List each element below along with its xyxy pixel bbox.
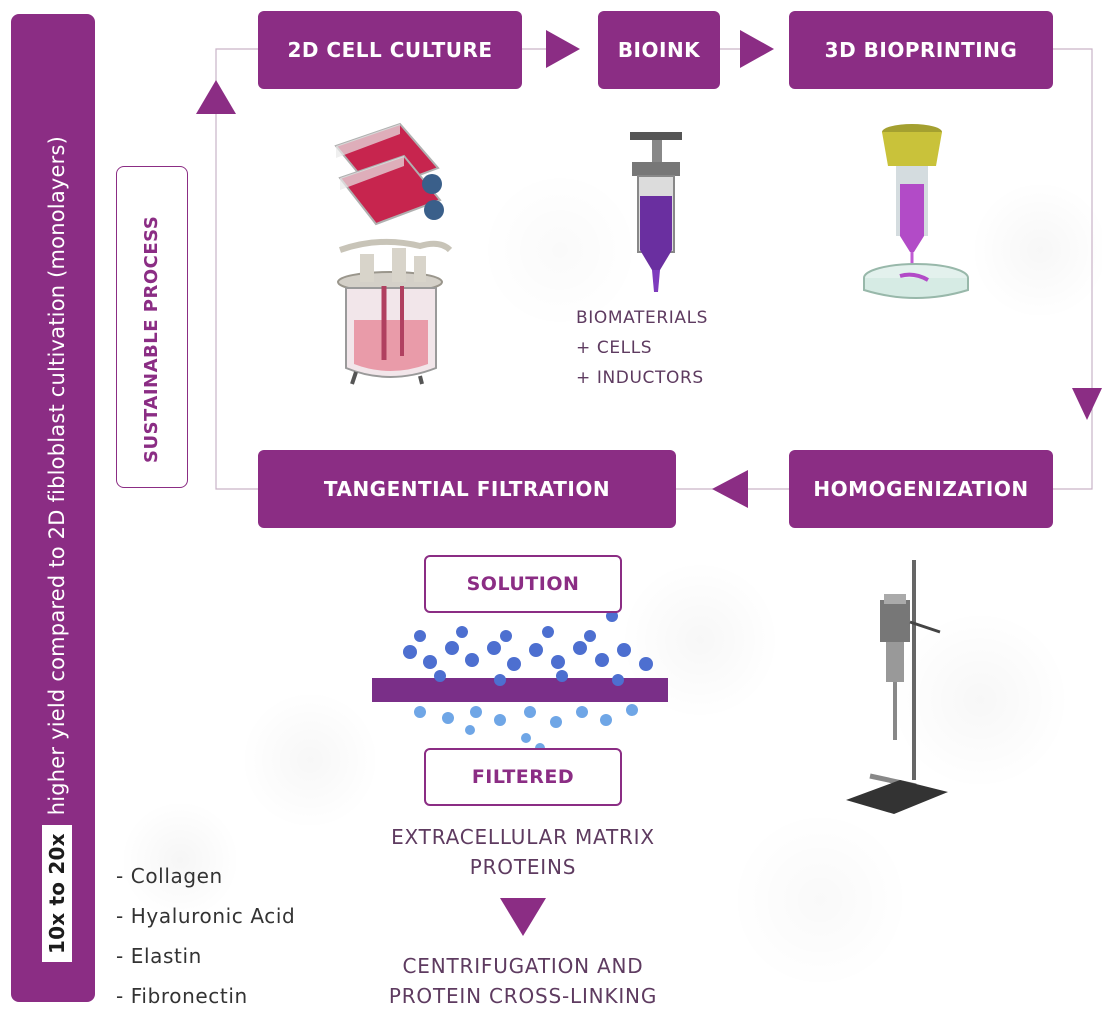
bioprinter-icon — [863, 124, 969, 299]
step-3d-bioprinting: 3D BIOPRINTING — [789, 11, 1053, 89]
arrow-down-right — [1072, 388, 1102, 420]
solution-box: SOLUTION — [424, 555, 622, 613]
step-bioink: BIOINK — [598, 11, 720, 89]
sustainable-process-box: SUSTAINABLE PROCESS — [116, 166, 188, 488]
loop-right-line — [1052, 48, 1093, 490]
loop-left-line — [215, 48, 258, 490]
bioink-caption: BIOMATERIALS + CELLS + INDUCTORS — [576, 303, 776, 393]
ecm-caption-line: EXTRACELLULAR MATRIX — [391, 825, 655, 849]
protein-list-item: - Hyaluronic Acid — [116, 904, 296, 928]
ecm-caption: EXTRACELLULAR MATRIX PROTEINS — [348, 822, 698, 882]
filtration-membrane-icon — [372, 610, 668, 753]
arrow-up — [196, 80, 236, 114]
final-caption-line: CENTRIFUGATION AND — [402, 954, 644, 978]
protein-list: - Collagen - Hyaluronic Acid - Elastin -… — [116, 856, 346, 1016]
step-tangential-filtration: TANGENTIAL FILTRATION — [258, 450, 676, 528]
step-2d-cell-culture: 2D CELL CULTURE — [258, 11, 522, 89]
bioink-caption-line: BIOMATERIALS — [576, 308, 709, 328]
final-caption: CENTRIFUGATION AND PROTEIN CROSS-LINKING — [348, 951, 698, 1011]
bioreactor-icon — [337, 238, 453, 385]
filtered-box: FILTERED — [424, 748, 622, 806]
step-tangential-filtration-label: TANGENTIAL FILTRATION — [323, 477, 611, 501]
step-homogenization: HOMOGENIZATION — [789, 450, 1053, 528]
solution-label: SOLUTION — [466, 573, 580, 595]
syringe-icon — [630, 132, 682, 292]
culture-flasks-icon — [334, 122, 444, 226]
arrow-left — [712, 470, 748, 508]
final-caption-line: PROTEIN CROSS-LINKING — [388, 984, 658, 1008]
arrow-right-1 — [546, 30, 580, 68]
homogenizer-icon — [846, 560, 948, 814]
bioink-caption-line: + INDUCTORS — [576, 368, 704, 388]
step-homogenization-label: HOMOGENIZATION — [813, 477, 1029, 501]
arrow-right-2 — [740, 30, 774, 68]
protein-list-item: - Elastin — [116, 944, 202, 968]
arrow-down-bottom — [500, 898, 546, 936]
protein-list-item: - Fibronectin — [116, 984, 248, 1008]
step-bioink-label: BIOINK — [617, 38, 701, 62]
bioink-caption-line: + CELLS — [576, 338, 653, 358]
step-2d-cell-culture-label: 2D CELL CULTURE — [287, 38, 493, 62]
protein-list-item: - Collagen — [116, 864, 223, 888]
filtered-label: FILTERED — [471, 766, 575, 788]
ecm-caption-line: PROTEINS — [469, 855, 577, 879]
step-3d-bioprinting-label: 3D BIOPRINTING — [824, 38, 1018, 62]
